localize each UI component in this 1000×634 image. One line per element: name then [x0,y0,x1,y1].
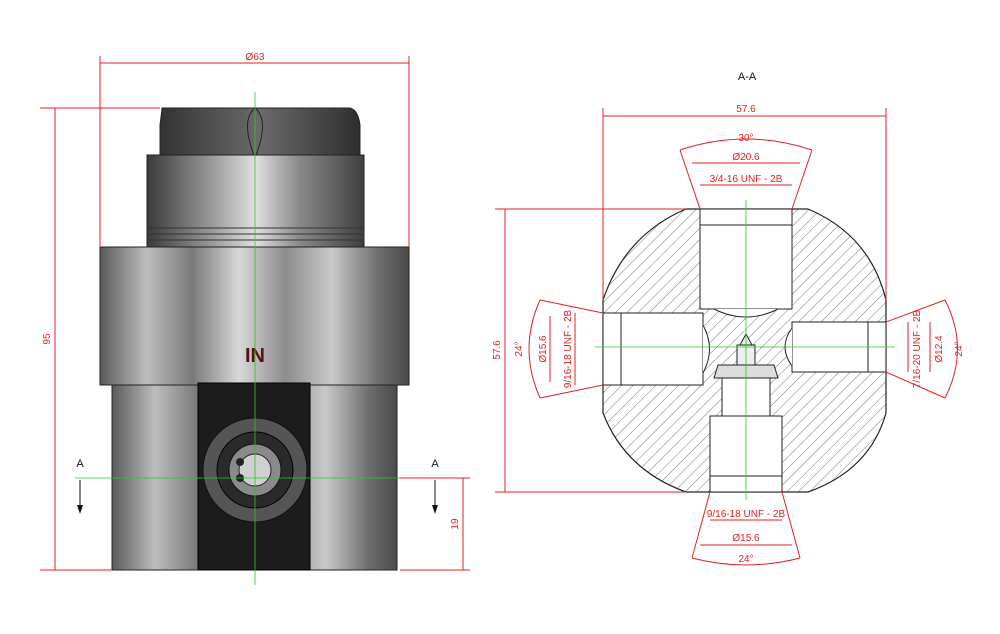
section-view: A-A 57.6 57.6 [492,71,965,566]
collar [146,154,365,248]
dim-left-angle: 24° [514,341,525,356]
dim-top-thread: 3/4-16 UNF - 2B [710,174,783,185]
hex-nut [159,107,361,159]
dim-right-diameter: Ø12.4 [934,335,945,363]
dim-left-diameter: Ø15.6 [538,335,549,363]
dim-overall-diameter: Ø63 [246,52,265,63]
section-title: A-A [738,71,757,83]
dim-section-height: 57.6 [492,340,503,360]
dim-right-thread: 7/16-20 UNF - 2B [912,309,923,388]
dim-left-thread: 9/16-18 UNF - 2B [563,309,574,388]
dim-top-angle: 30° [738,133,753,144]
dim-bottom-angle: 24° [738,554,753,565]
dim-bottom-diameter: Ø15.6 [732,533,760,544]
dim-height: 95 [42,333,53,345]
section-mark-right: A [431,458,439,470]
dim-top-diameter: Ø20.6 [732,152,760,163]
dim-section-width: 57.6 [736,104,756,115]
main-body [99,246,410,386]
section-mark-left: A [76,458,84,470]
dim-right-angle: 24° [954,341,965,356]
dim-section-offset: 19 [450,518,461,530]
front-view: IN Ø63 95 19 A A [40,52,470,585]
dim-bottom-thread: 9/16-18 UNF - 2B [707,509,786,520]
